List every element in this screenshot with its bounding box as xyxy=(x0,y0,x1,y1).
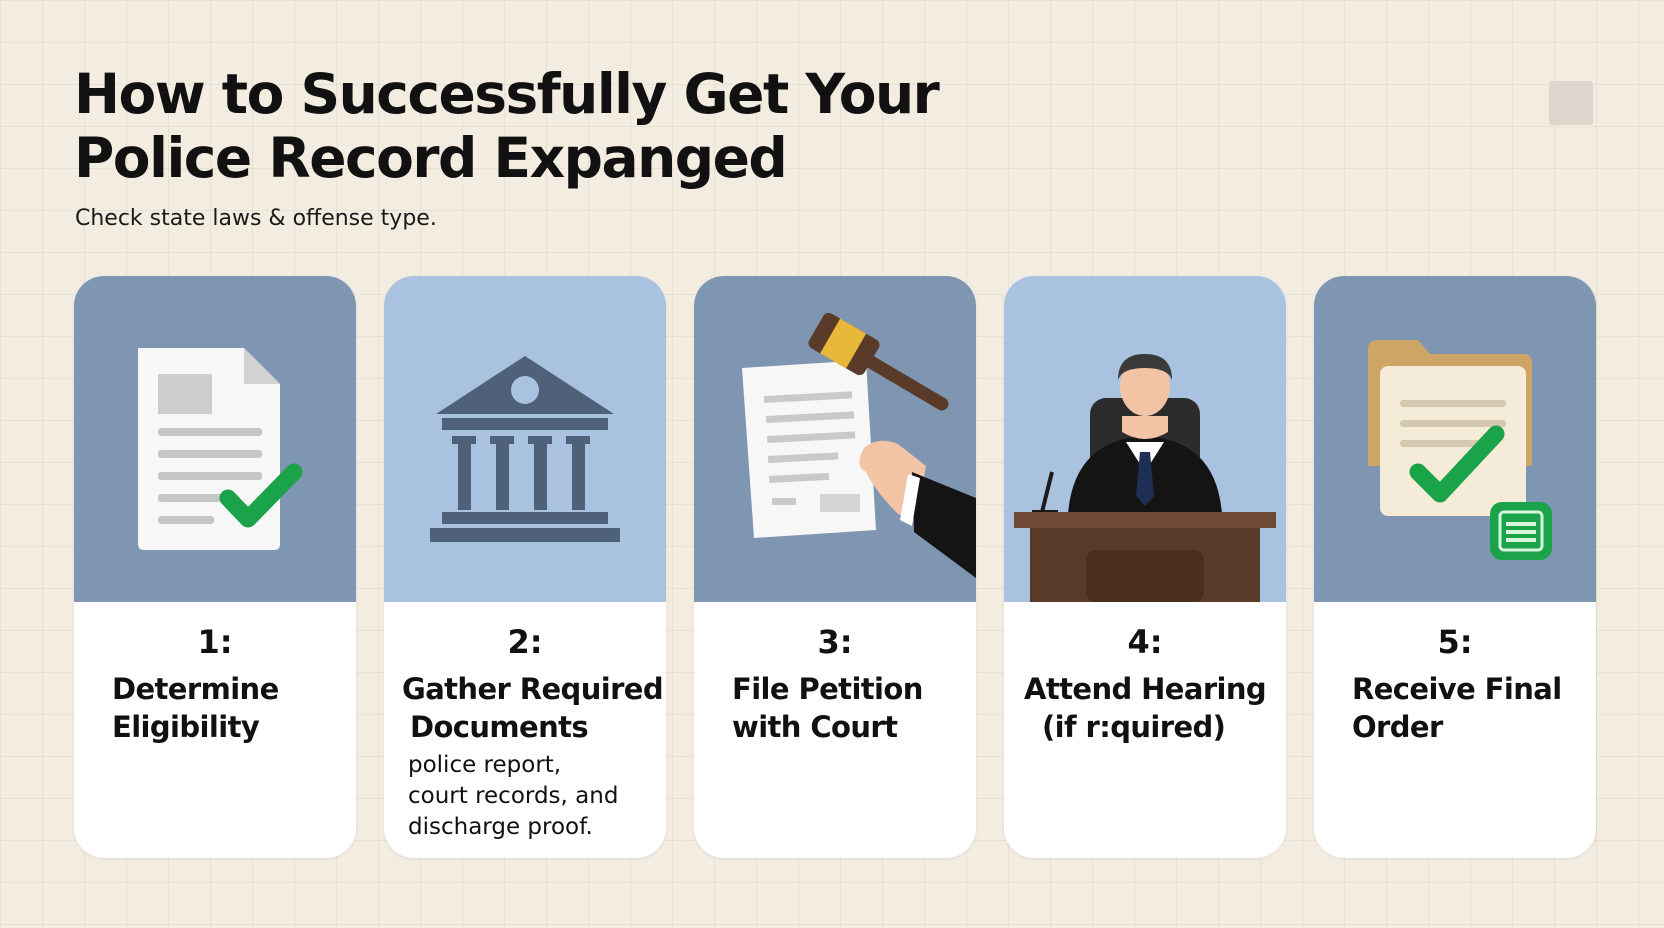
step-card-1: 1: Determine Eligibility xyxy=(74,276,356,858)
document-check-icon xyxy=(74,276,356,602)
page-title: How to Successfully Get Your Police Reco… xyxy=(74,62,994,190)
step-card-2: 2: Gather Required Documents police repo… xyxy=(384,276,666,858)
step-number: 1: xyxy=(197,623,233,661)
step-description: police report, court records, and discha… xyxy=(408,752,619,840)
gavel-petition-icon xyxy=(694,276,976,602)
corner-decoration xyxy=(1549,81,1593,125)
page-subtitle: Check state laws & offense type. xyxy=(75,206,437,231)
step-number: 5: xyxy=(1437,623,1473,661)
step-number: 2: xyxy=(507,623,543,661)
step-title: Attend Hearing (if r:quired) xyxy=(1024,672,1267,744)
step-number: 4: xyxy=(1127,623,1163,661)
step-card-3: 3: File Petition with Court xyxy=(694,276,976,858)
step-title: Receive Final Order xyxy=(1352,672,1562,744)
folder-check-icon xyxy=(1314,276,1596,602)
step-title: File Petition with Court xyxy=(732,672,923,744)
judge-icon xyxy=(1004,276,1286,602)
step-card-5: 5: Receive Final Order xyxy=(1314,276,1596,858)
step-title: Determine Eligibility xyxy=(112,672,279,744)
step-number: 3: xyxy=(817,623,853,661)
title-line-2: Police Record Expanged xyxy=(74,126,788,190)
courthouse-icon xyxy=(384,276,666,602)
step-title: Gather Required Documents xyxy=(402,672,664,744)
step-card-4: 4: Attend Hearing (if r:quired) xyxy=(1004,276,1286,858)
title-line-1: How to Successfully Get Your xyxy=(74,62,940,126)
